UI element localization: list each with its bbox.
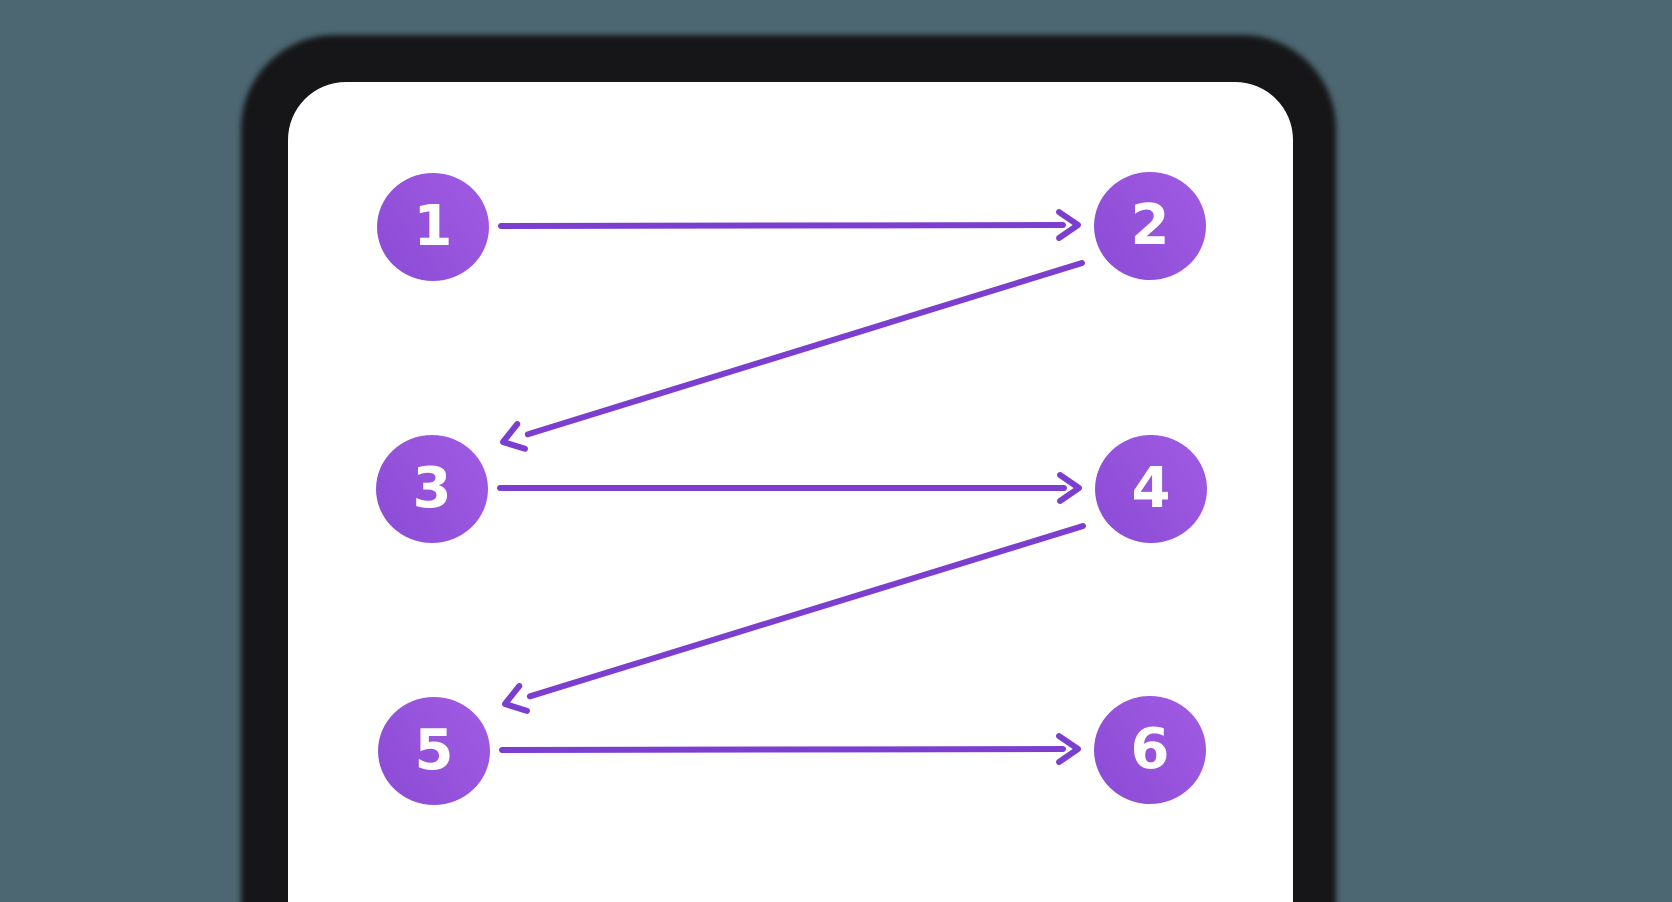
step-node-3: 3	[376, 435, 488, 543]
step-node-1: 1	[377, 173, 489, 281]
step-node-2: 2	[1094, 172, 1206, 280]
step-node-5: 5	[378, 697, 490, 805]
step-node-4: 4	[1095, 435, 1207, 543]
step-node-6: 6	[1094, 696, 1206, 804]
